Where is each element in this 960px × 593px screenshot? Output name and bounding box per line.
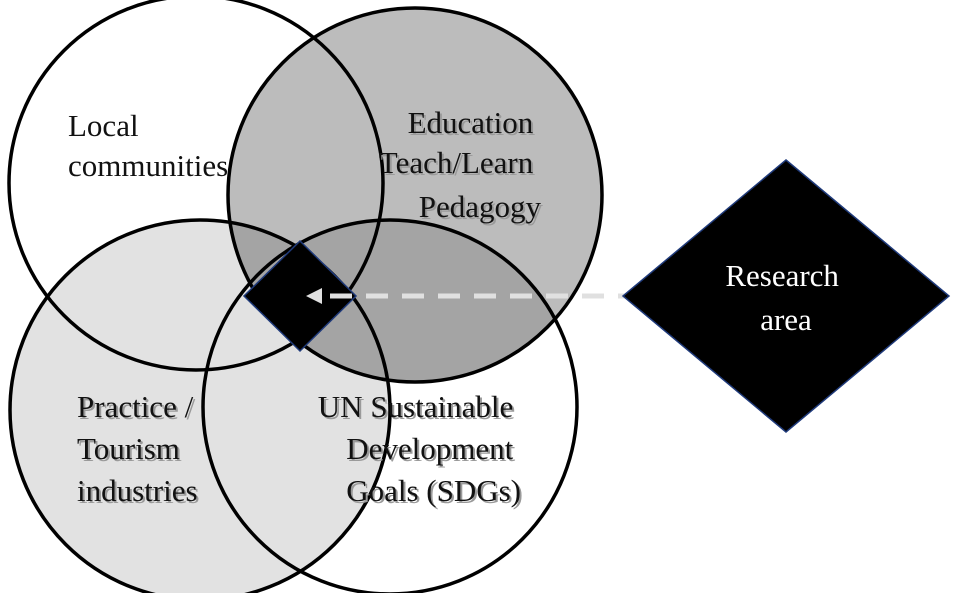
outline-sdgs <box>201 218 579 593</box>
outline-education <box>226 6 604 384</box>
outline-practice <box>8 218 392 593</box>
svg-text:Practice / Tourism: Practice / Tourism industries <box>79 391 203 510</box>
label-practice: Practice / Tourism industries Practice /… <box>77 389 203 510</box>
svg-text:UN Sustainable Developme: UN Sustainable Development Goals (SDGs) <box>318 389 521 508</box>
svg-text:Education Teach/Learn: Education Teach/Learn Pedagogy <box>381 107 544 226</box>
label-local-communities: Local communities <box>68 108 228 183</box>
outline-local-communities <box>7 0 385 372</box>
svg-text:Education Teach/Learn: Education Teach/Learn Pedagogy <box>379 105 542 224</box>
label-research-area: Research area <box>725 258 846 337</box>
label-education: Education Teach/Learn Pedagogy Education… <box>379 105 544 226</box>
label-sdgs: UN Sustainable Development Goals (SDGs) … <box>318 389 523 510</box>
svg-text:Practice / Tourism: Practice / Tourism industries <box>77 389 201 508</box>
research-area-diamond <box>621 159 951 433</box>
arrow-head-left-icon <box>306 288 322 304</box>
svg-text:UN Sustainable Developme: UN Sustainable Development Goals (SDGs) <box>320 391 523 510</box>
center-diamond <box>242 239 358 353</box>
